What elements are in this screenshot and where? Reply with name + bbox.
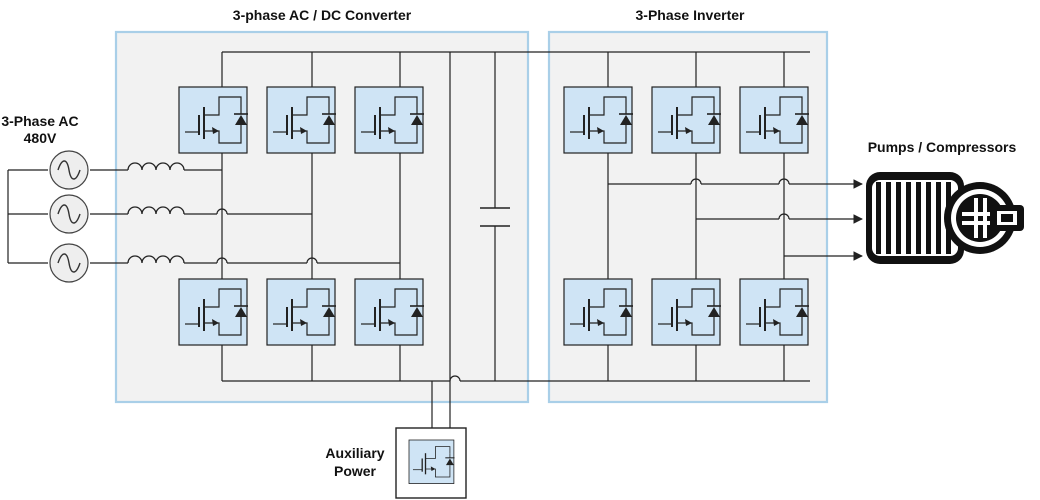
igbt-switch-icon [266,278,337,346]
source-wiring [7,169,400,264]
igbt-switch-icon [739,278,810,346]
ac-source-icon [49,150,89,190]
aux-title-2: Power [334,463,377,479]
igbt-switch-icon [563,86,634,154]
igbt-switch-icon [178,278,249,346]
source-title: 3-Phase AC [1,113,78,129]
dc-link-capacitor [480,207,510,227]
igbt-switch-icon [739,86,810,154]
converter-title: 3-phase AC / DC Converter [233,7,412,23]
inverter-title: 3-Phase Inverter [636,7,745,23]
pump-motor-icon [866,172,1024,264]
igbt-switch-icon [408,439,456,485]
igbt-switch-icon [354,86,425,154]
igbt-switch-icon [354,278,425,346]
igbt-switch-icon [266,86,337,154]
ac-source-icon [49,243,89,283]
ac-source-icon [49,194,89,234]
source-voltage: 480V [24,130,57,146]
aux-title: Auxiliary [325,445,384,461]
igbt-switch-icon [563,278,634,346]
igbt-switch-icon [651,278,722,346]
igbt-switch-icon [651,86,722,154]
aux-wiring [431,381,451,428]
load-title: Pumps / Compressors [868,139,1017,155]
igbt-switch-icon [178,86,249,154]
output-wiring [608,178,863,261]
